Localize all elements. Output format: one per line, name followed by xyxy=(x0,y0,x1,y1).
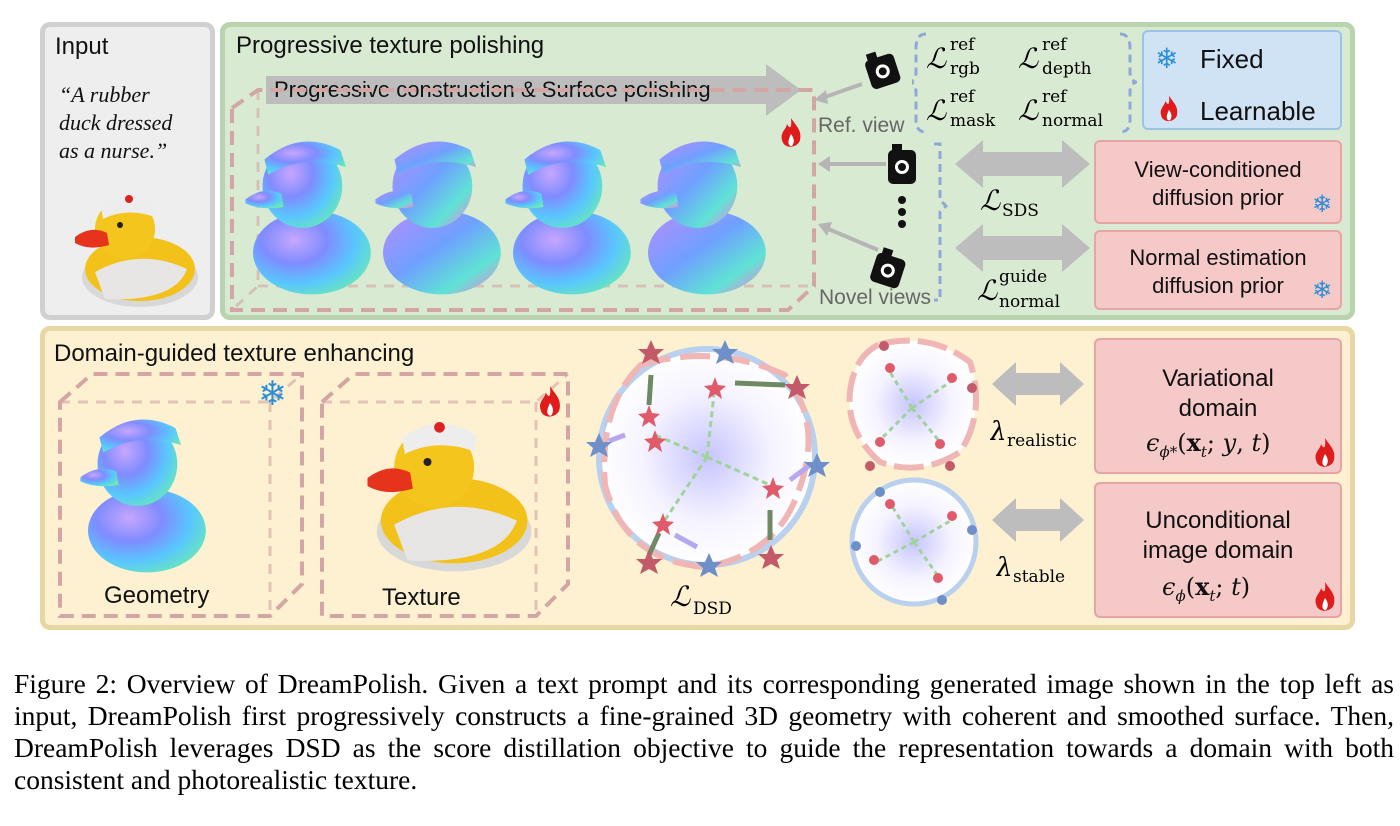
normal-estimation-line-1: Normal estimation xyxy=(1129,245,1307,270)
svg-text:λ: λ xyxy=(996,553,1012,583)
svg-text:realistic: realistic xyxy=(1007,431,1077,451)
geometry-snowflake-icon: ❄ xyxy=(258,374,287,414)
input-duck-image xyxy=(75,195,198,307)
svg-text:ℒ: ℒ xyxy=(1018,42,1039,75)
svg-text:ℒ: ℒ xyxy=(980,184,1001,217)
svg-text:mask: mask xyxy=(950,111,996,131)
svg-text:λ: λ xyxy=(990,417,1006,447)
unconditional-line-1: Unconditional xyxy=(1145,507,1291,534)
novel-views-label: Novel views xyxy=(819,286,932,309)
texture-duck xyxy=(367,422,532,572)
snowflake-icon: ❄ xyxy=(1155,42,1179,75)
progressive-arrow xyxy=(266,64,801,116)
geometry-frame xyxy=(58,372,304,618)
svg-text:stable: stable xyxy=(1013,567,1065,587)
sds-double-arrow xyxy=(955,140,1090,188)
svg-text:normal: normal xyxy=(999,292,1060,312)
svg-text:ℒ: ℒ xyxy=(977,274,998,307)
dsd-distribution-diagram xyxy=(586,340,830,577)
figure-caption: Figure 2: Overview of DreamPolish. Given… xyxy=(14,668,1394,795)
input-panel: Input “A rubber duck dressed as a nurse.… xyxy=(40,22,215,320)
normal-duck-1 xyxy=(240,112,380,302)
variational-epsilon-formula: ϵϕ*(xt; y, t) xyxy=(1146,428,1271,461)
svg-text:ref: ref xyxy=(950,35,976,55)
svg-text:guide: guide xyxy=(999,267,1047,287)
prompt-line-2: duck dressed xyxy=(59,110,173,135)
realistic-double-arrow xyxy=(992,362,1084,406)
svg-text:normal: normal xyxy=(1042,111,1103,131)
view-conditioned-snowflake-icon: ❄ xyxy=(1312,190,1333,218)
flame-icon xyxy=(1160,95,1178,122)
svg-text:depth: depth xyxy=(1042,59,1092,79)
svg-text:ℒ: ℒ xyxy=(1018,94,1039,127)
duck-sequence-frame xyxy=(230,88,816,312)
normal-duck-4 xyxy=(630,112,780,302)
ref-view-label: Ref. view xyxy=(818,114,905,137)
texture-frame xyxy=(320,372,570,618)
sds-loss: ℒ SDS xyxy=(980,184,1039,221)
normal-estimation-snowflake-icon: ❄ xyxy=(1312,276,1333,304)
stable-domain-diagram xyxy=(849,477,979,607)
view-conditioned-prior-box: View-conditioned diffusion prior xyxy=(1094,140,1342,224)
svg-text:ref: ref xyxy=(950,87,976,107)
input-prompt: “A rubber duck dressed as a nurse.” xyxy=(59,81,209,165)
variational-domain-box: Variational domain xyxy=(1094,338,1342,474)
geometry-duck xyxy=(70,390,220,580)
svg-text:DSD: DSD xyxy=(693,599,732,619)
normal-estimation-line-2: diffusion prior xyxy=(1152,273,1284,298)
normal-guide-double-arrow xyxy=(955,224,1090,272)
view-conditioned-line-1: View-conditioned xyxy=(1134,157,1302,182)
svg-text:ℒ: ℒ xyxy=(926,94,947,127)
normal-duck-3 xyxy=(500,112,640,302)
svg-text:ref: ref xyxy=(1042,35,1068,55)
variational-flame-icon xyxy=(1315,438,1335,467)
lambda-stable: λ stable xyxy=(996,553,1065,587)
unconditional-line-2: image domain xyxy=(1142,537,1294,564)
prompt-line-1: “A rubber xyxy=(59,82,150,107)
unconditional-domain-box: Unconditional image domain xyxy=(1094,482,1342,618)
svg-text:ℒ: ℒ xyxy=(670,580,691,613)
variational-line-2: domain xyxy=(1178,395,1258,422)
normal-duck-2 xyxy=(370,112,510,302)
reference-losses: ℒ ref rgb ℒ ref depth ℒ ref mask ℒ ref n… xyxy=(912,32,1137,134)
normal-guide-loss: ℒ guide normal xyxy=(977,267,1060,312)
prompt-line-3: as a nurse.” xyxy=(59,138,168,163)
domain-guided-title: Domain-guided texture enhancing xyxy=(54,340,415,367)
svg-text:ℒ: ℒ xyxy=(926,42,947,75)
dsd-loss: ℒ DSD xyxy=(670,580,732,619)
normal-estimation-prior-box: Normal estimation diffusion prior xyxy=(1094,230,1342,310)
unconditional-flame-icon xyxy=(1315,582,1335,611)
stable-double-arrow xyxy=(992,498,1084,542)
svg-text:rgb: rgb xyxy=(950,59,980,79)
learnable-flame-icon xyxy=(781,118,801,147)
input-title: Input xyxy=(55,33,109,60)
legend-fixed-label: Fixed xyxy=(1200,44,1264,74)
realistic-domain-diagram xyxy=(846,337,980,471)
view-conditioned-line-2: diffusion prior xyxy=(1152,185,1284,210)
camera-diagram xyxy=(814,51,949,302)
texture-label: Texture xyxy=(382,584,461,611)
texture-flame-icon xyxy=(540,386,560,417)
svg-text:ref: ref xyxy=(1042,87,1068,107)
progressive-texture-title: Progressive texture polishing xyxy=(236,32,545,59)
svg-text:SDS: SDS xyxy=(1002,201,1039,221)
legend-learnable-label: Learnable xyxy=(1200,96,1316,126)
geometry-label: Geometry xyxy=(104,582,210,609)
lambda-realistic: λ realistic xyxy=(990,417,1077,451)
unconditional-epsilon-formula: ϵϕ(xt; t) xyxy=(1162,572,1251,605)
variational-line-1: Variational xyxy=(1162,365,1274,392)
